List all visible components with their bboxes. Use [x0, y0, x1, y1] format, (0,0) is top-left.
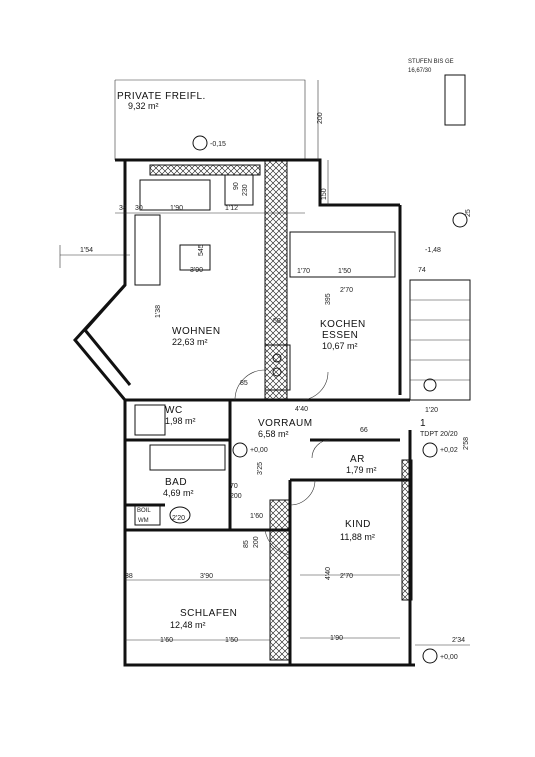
dim-190c: 1'90 [330, 635, 343, 642]
room-wc-name: WC [165, 405, 183, 416]
dim-200c: 200 [230, 493, 242, 500]
dim-38b: 38 [125, 573, 133, 580]
dim-150c: 1'50 [225, 637, 238, 644]
room-schlafen-area: 12,48 m² [170, 620, 206, 630]
dim-66: 66 [360, 427, 368, 434]
room-bad-area: 4,69 m² [163, 488, 194, 498]
level-right: +0,02 [440, 447, 458, 454]
dim-170: 1'70 [297, 268, 310, 275]
room-kochen-area: 10,67 m² [322, 341, 358, 351]
room-wc-area: 1,98 m² [165, 416, 196, 426]
dim-270: 2'70 [340, 287, 353, 294]
room-vorraum-name: VORRAUM [258, 418, 313, 429]
dim-545: 545 [198, 244, 205, 256]
level-bottom: +0,00 [440, 654, 458, 661]
dim-250: 1'50 [338, 268, 351, 275]
room-private-area: 9,32 m² [128, 101, 159, 111]
dim-440b: 4'40 [325, 567, 332, 580]
dim-325: 3'25 [257, 462, 264, 475]
dim-220: 2'20 [172, 515, 185, 522]
dim-74: 74 [418, 267, 426, 274]
room-kind-name: KIND [345, 519, 371, 530]
dim-30: 30 [135, 205, 143, 212]
terrace-outline [60, 79, 306, 256]
room-private-name: PRIVATE FREIFL. [117, 91, 206, 102]
dim-38: 38 [119, 205, 127, 212]
room-ar-area: 1,79 m² [346, 465, 377, 475]
dim-390: 3'90 [190, 267, 203, 274]
dim-150: 150 [321, 188, 328, 200]
dim-258: 2'58 [463, 437, 470, 450]
dim-85b: 85 [243, 540, 250, 548]
dim-160b: 1'60 [160, 637, 173, 644]
dim-395: 395 [325, 293, 332, 305]
room-vorraum-area: 6,58 m² [258, 429, 289, 439]
room-bad-name: BAD [165, 477, 187, 488]
room-schlafen-name: SCHLAFEN [180, 608, 237, 619]
dim-190: 1'90 [170, 205, 183, 212]
room-wm-name: WM [138, 518, 149, 524]
room-wohnen-name: WOHNEN [172, 326, 221, 337]
kitchen-counter [264, 231, 396, 391]
shafts [149, 159, 413, 661]
room-kochen-name: KOCHEN [320, 319, 366, 330]
dim-90: 90 [233, 182, 240, 190]
dim-230: 230 [242, 184, 249, 196]
dim-160: 1'60 [250, 513, 263, 520]
level-markers [192, 135, 468, 664]
dim-390b: 3'90 [200, 573, 213, 580]
dimension-lines [59, 80, 470, 646]
level-vorraum: +0,00 [250, 447, 268, 454]
dim-270b: 2'70 [340, 573, 353, 580]
dim-138: 1'38 [155, 305, 162, 318]
stair-note-1: STUFEN BIS GE [408, 59, 454, 65]
exterior-walls [73, 158, 415, 667]
stairwell [409, 74, 471, 401]
stair-note-2: 16,67/30 [408, 68, 432, 74]
dim-200b: 200 [253, 536, 260, 548]
room-wohnen-area: 22,63 m² [172, 337, 208, 347]
room-ar-name: AR [350, 454, 365, 465]
level-stair: -1,48 [425, 247, 441, 254]
room-boil-name: BOIL [137, 508, 151, 514]
level-top: -0,15 [210, 141, 226, 148]
dim-50: 50 [273, 318, 281, 325]
dim-200: 200 [317, 112, 324, 124]
dim-154: 1'54 [80, 247, 93, 254]
room-essen-name: ESSEN [322, 330, 358, 341]
dim-25: 25 [465, 209, 472, 217]
bath-fixtures [134, 404, 226, 526]
dim-70: 70 [230, 483, 238, 490]
tdpt-label: TDPT 20/20 [420, 431, 458, 438]
dim-120: 1'20 [425, 407, 438, 414]
dim-85: 85 [240, 380, 248, 387]
dim-234: 2'34 [452, 637, 465, 644]
marker-one: 1 [420, 418, 426, 429]
dim-440: 4'40 [295, 406, 308, 413]
door-swings [234, 369, 331, 556]
dim-112: 1'12 [225, 205, 238, 212]
room-kind-area: 11,88 m² [340, 532, 375, 542]
living-furniture [134, 174, 254, 286]
